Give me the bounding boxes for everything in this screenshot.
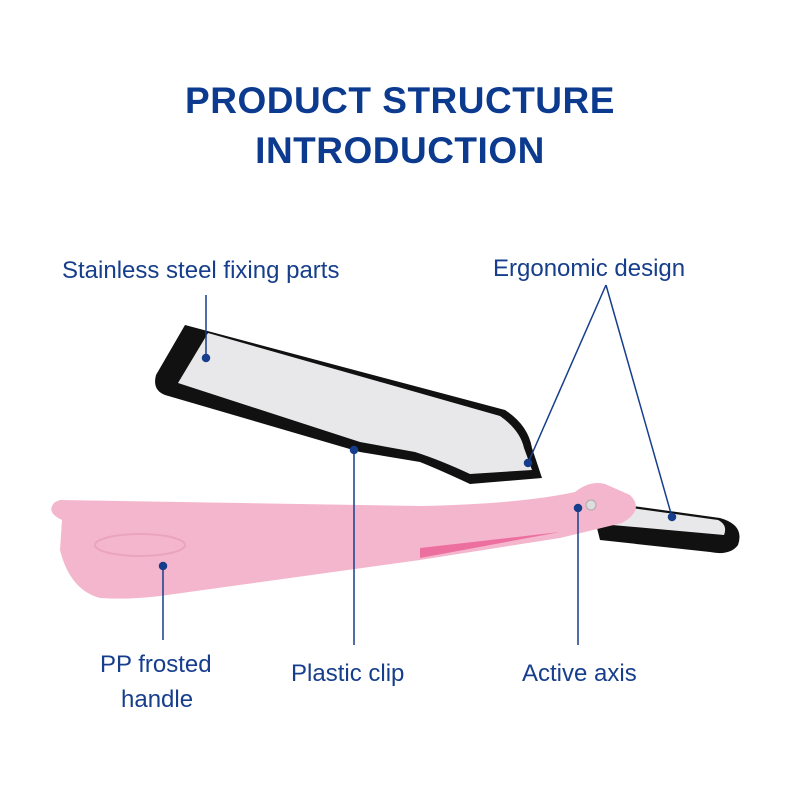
label-plastic-clip: Plastic clip xyxy=(291,660,405,687)
pink-handle xyxy=(51,483,636,599)
handle-emboss xyxy=(94,533,186,557)
leader-lines xyxy=(158,284,677,645)
label-handle-line-1: PP frosted xyxy=(100,651,212,678)
label-active-axis: Active axis xyxy=(522,660,637,687)
title-line-2: INTRODUCTION xyxy=(255,130,545,171)
handle-slot xyxy=(420,532,560,558)
pivot-rivet xyxy=(585,499,597,511)
label-stainless-steel: Stainless steel fixing parts xyxy=(62,257,340,284)
label-handle-line-2: handle xyxy=(121,686,194,713)
title-line-1: PRODUCT STRUCTURE xyxy=(185,80,615,121)
blade-steel xyxy=(178,333,532,474)
label-ergonomic-design: Ergonomic design xyxy=(493,255,686,282)
blade-tail-steel xyxy=(610,505,726,535)
